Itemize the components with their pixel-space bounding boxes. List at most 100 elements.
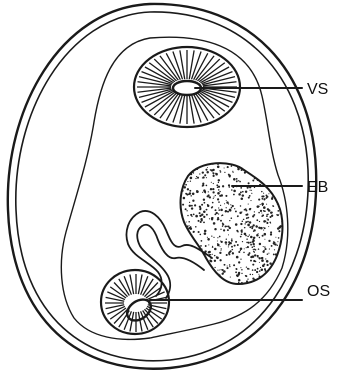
stipple-dot	[277, 204, 278, 205]
stipple-dot	[241, 169, 243, 171]
stipple-dot	[228, 174, 230, 176]
stipple-dot	[273, 243, 275, 245]
stipple-dot	[182, 172, 184, 174]
stipple-dot	[195, 178, 196, 179]
stipple-dot	[177, 170, 180, 173]
stipple-dot	[259, 275, 261, 277]
stipple-dot	[220, 170, 221, 171]
stipple-dot	[271, 196, 273, 198]
stipple-dot	[189, 162, 190, 163]
stipple-dot	[258, 162, 259, 163]
stipple-dot	[214, 267, 215, 268]
stipple-dot	[217, 218, 219, 220]
stipple-dot	[197, 177, 199, 179]
stipple-dot	[194, 253, 196, 255]
stipple-dot	[251, 190, 252, 191]
stipple-dot	[178, 225, 179, 226]
stipple-dot	[237, 167, 238, 168]
stipple-dot	[187, 241, 188, 242]
stipple-dot	[219, 236, 221, 238]
stipple-dot	[186, 221, 187, 222]
stipple-dot	[223, 270, 226, 273]
stipple-dot	[203, 199, 205, 201]
stipple-dot	[271, 215, 273, 217]
stipple-dot	[262, 164, 264, 166]
stipple-dot	[218, 209, 220, 211]
stipple-dot	[212, 191, 214, 193]
stipple-dot	[257, 268, 259, 270]
stipple-dot	[186, 232, 188, 234]
stipple-dot	[208, 244, 209, 245]
stipple-dot	[275, 253, 277, 255]
stipple-dot	[178, 197, 180, 199]
stipple-dot	[198, 231, 200, 233]
stipple-dot	[231, 240, 233, 242]
stipple-dot	[211, 282, 212, 283]
stipple-dot	[211, 274, 213, 276]
stipple-dot	[214, 158, 215, 159]
stipple-dot	[264, 227, 266, 229]
stipple-dot	[246, 280, 248, 282]
stipple-dot	[191, 239, 192, 240]
stipple-dot	[270, 233, 272, 235]
stipple-dot	[211, 269, 212, 270]
stipple-dot	[187, 188, 189, 190]
stipple-dot	[263, 250, 265, 252]
stipple-dot	[208, 275, 210, 277]
stipple-dot	[178, 157, 180, 159]
stipple-dot	[243, 219, 244, 220]
stipple-dot	[249, 221, 251, 223]
stipple-dot	[232, 252, 233, 253]
stipple-dot	[242, 194, 244, 196]
stipple-dot	[206, 171, 208, 173]
stipple-dot	[263, 193, 264, 194]
duct-inner-line	[137, 225, 204, 298]
stipple-dot	[193, 214, 195, 216]
stipple-dot	[201, 240, 203, 242]
stipple-dot	[248, 182, 250, 184]
stipple-dot	[191, 159, 192, 160]
stipple-dot	[250, 260, 252, 262]
stipple-dot	[189, 205, 191, 207]
stipple-dot	[229, 266, 230, 267]
stipple-dot	[254, 254, 256, 256]
stipple-dot	[196, 256, 197, 257]
stipple-dot	[185, 261, 187, 263]
stipple-dot	[278, 256, 280, 258]
stipple-dot	[178, 168, 180, 170]
stipple-dot	[267, 208, 269, 210]
stipple-dot	[180, 230, 182, 232]
stipple-dot	[234, 208, 235, 209]
stipple-dot	[240, 248, 243, 251]
stipple-dot	[225, 282, 227, 284]
stipple-dot	[217, 198, 219, 200]
stipple-dot	[199, 282, 200, 283]
stipple-dot	[239, 159, 240, 160]
stipple-dot	[245, 191, 247, 193]
stipple-dot	[246, 247, 247, 248]
stipple-dot	[178, 194, 179, 195]
stipple-dot	[212, 188, 214, 190]
stipple-dot	[209, 260, 211, 262]
stipple-dot	[260, 159, 262, 161]
stipple-dot	[195, 257, 197, 259]
stipple-dot	[213, 237, 214, 238]
stipple-dot	[191, 216, 192, 217]
stipple-dot	[226, 207, 227, 208]
stipple-dot	[209, 282, 210, 283]
stipple-dot	[247, 221, 249, 223]
stipple-dot	[254, 178, 255, 179]
stipple-dot	[270, 160, 271, 161]
ventral-sucker-ray	[199, 92, 225, 111]
stipple-dot	[196, 190, 199, 193]
stipple-dot	[178, 159, 179, 160]
stipple-dot	[199, 215, 201, 217]
stipple-dot	[229, 157, 231, 159]
stipple-dot	[252, 285, 254, 287]
stipple-dot	[217, 186, 219, 188]
stipple-dot	[198, 283, 199, 284]
stipple-dot	[258, 199, 260, 201]
stipple-dot	[178, 252, 180, 254]
stipple-dot	[187, 181, 188, 182]
stipple-dot	[238, 180, 239, 181]
